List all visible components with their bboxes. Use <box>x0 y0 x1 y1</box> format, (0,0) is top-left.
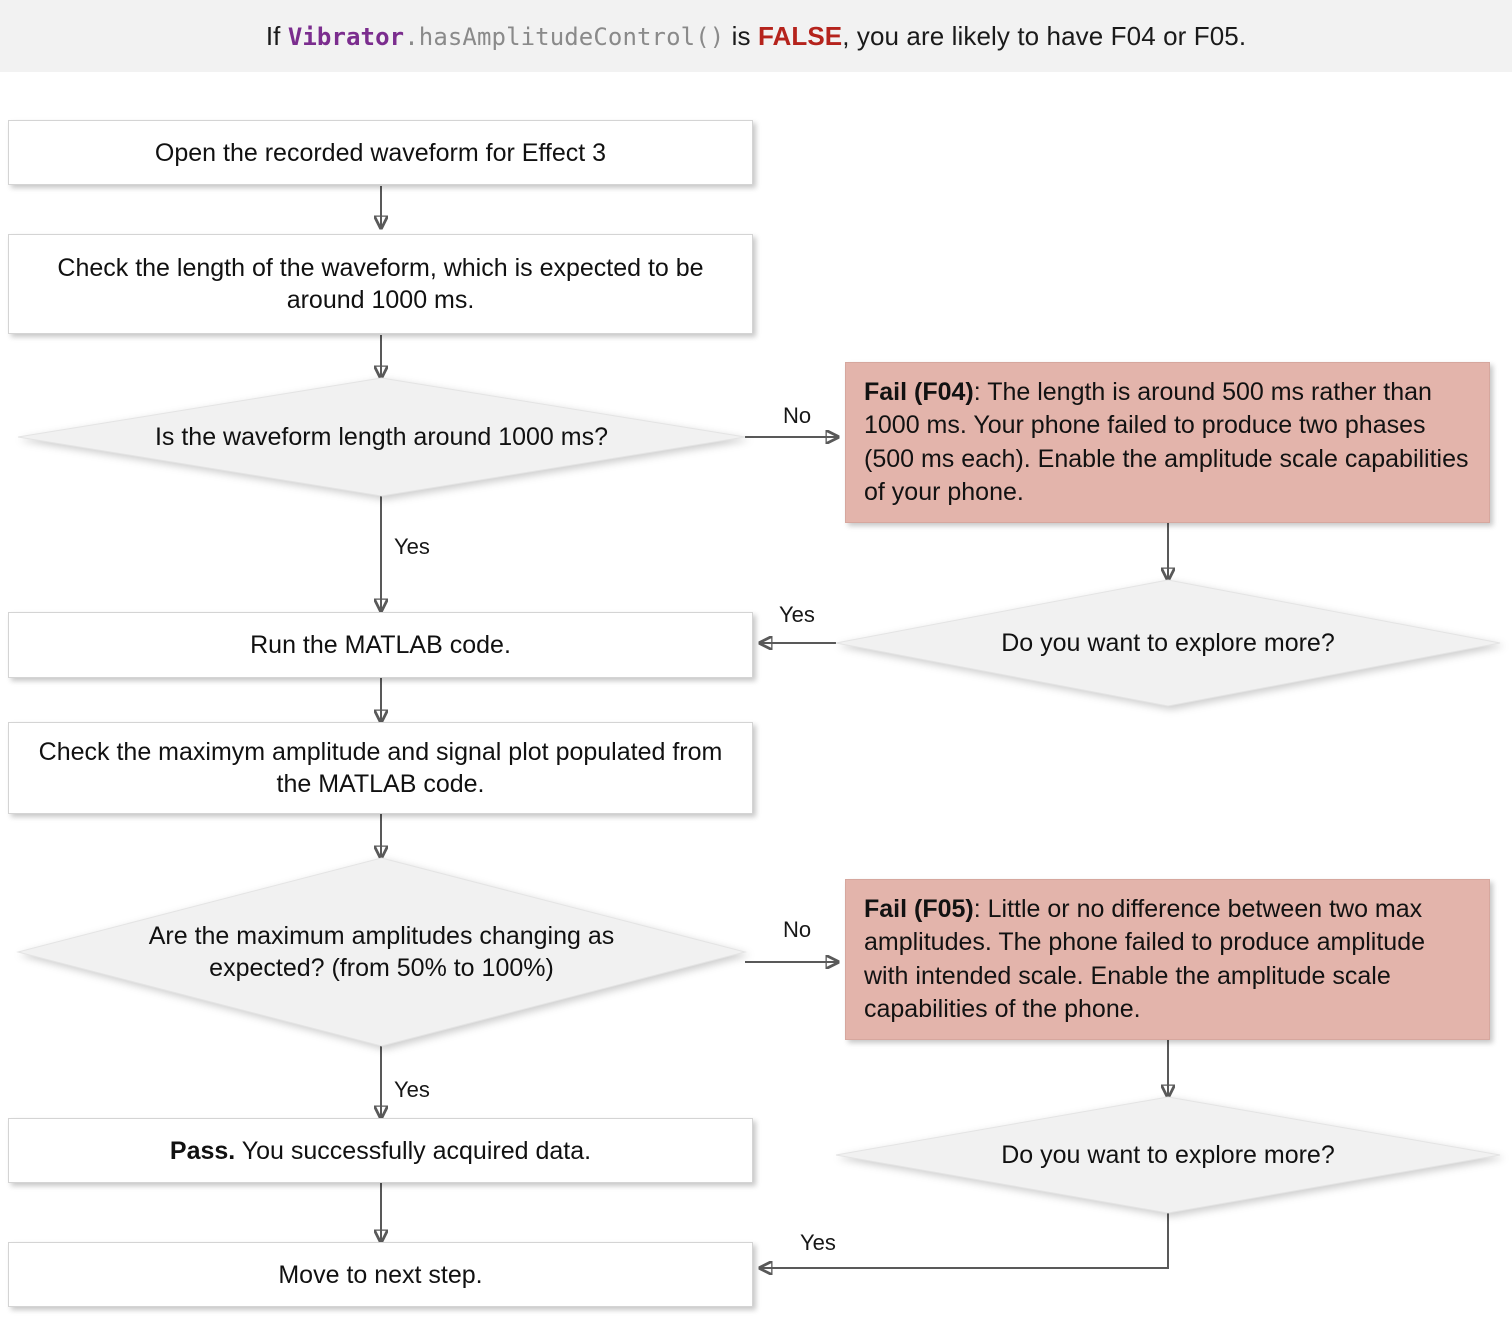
node-run-matlab-label: Run the MATLAB code. <box>250 631 511 659</box>
header-suffix: , you are likely to have F04 or F05. <box>842 20 1247 51</box>
code-method-token: .hasAmplitudeControl() <box>404 22 725 51</box>
edge-label-no-bottom: No <box>783 917 812 942</box>
header-prefix: If <box>265 20 288 51</box>
node-fail-f04-body: : The length is around 500 ms rather tha… <box>864 378 1469 506</box>
node-decision-amplitudes[interactable]: Are the maximum amplitudes changing as e… <box>16 857 747 1047</box>
node-fail-f05-text: Fail (F05): Little or no difference betw… <box>864 893 1471 1026</box>
node-decision-explore-more-bottom[interactable]: Do you want to explore more? <box>835 1096 1501 1214</box>
edge-label-no-top: No <box>783 403 812 428</box>
node-decision-waveform-length[interactable]: Is the waveform length around 1000 ms? <box>17 377 746 497</box>
node-pass-label: Pass. <box>169 1136 236 1165</box>
node-fail-f04-label: Fail (F04) <box>864 378 974 406</box>
node-pass-text: Pass. You successfully acquired data. <box>170 1135 591 1167</box>
header-mid: is <box>724 20 758 51</box>
node-run-matlab[interactable]: Run the MATLAB code. <box>8 612 753 678</box>
header-banner: If Vibrator.hasAmplitudeControl() is FAL… <box>0 0 1512 72</box>
edge-label-yes-length: Yes <box>394 534 430 559</box>
edge-label-yes-explore-bottom: Yes <box>800 1230 836 1255</box>
node-pass-body: You successfully acquired data. <box>235 1136 592 1165</box>
keyword-false: FALSE <box>757 20 843 51</box>
node-pass[interactable]: Pass. You successfully acquired data. <box>8 1118 753 1183</box>
node-move-next-step[interactable]: Move to next step. <box>8 1242 753 1307</box>
edge-label-yes-explore-top: Yes <box>779 602 815 627</box>
node-decision-explore-more-top[interactable]: Do you want to explore more? <box>835 579 1501 707</box>
node-check-amplitude[interactable]: Check the maximym amplitude and signal p… <box>8 722 753 814</box>
node-fail-f04[interactable]: Fail (F04): The length is around 500 ms … <box>845 362 1490 523</box>
node-check-length[interactable]: Check the length of the waveform, which … <box>8 234 753 334</box>
node-fail-f05-body: : Little or no difference between two ma… <box>864 895 1426 1023</box>
node-decision-amplitudes-label: Are the maximum amplitudes changing as e… <box>148 921 615 983</box>
node-decision-waveform-length-label: Is the waveform length around 1000 ms? <box>154 422 609 451</box>
node-fail-f04-text: Fail (F04): The length is around 500 ms … <box>864 376 1471 509</box>
node-check-amplitude-label: Check the maximym amplitude and signal p… <box>38 738 723 798</box>
node-open-waveform-label: Open the recorded waveform for Effect 3 <box>154 138 607 167</box>
node-move-next-step-label: Move to next step. <box>278 1260 483 1289</box>
node-decision-explore-more-top-label: Do you want to explore more? <box>1001 628 1335 657</box>
node-check-length-label: Check the length of the waveform, which … <box>57 254 704 314</box>
node-open-waveform[interactable]: Open the recorded waveform for Effect 3 <box>8 120 753 185</box>
node-decision-explore-more-bottom-label: Do you want to explore more? <box>1001 1140 1335 1169</box>
header-text: If Vibrator.hasAmplitudeControl() is FAL… <box>266 21 1246 52</box>
code-class-token: Vibrator <box>287 22 405 51</box>
node-fail-f05[interactable]: Fail (F05): Little or no difference betw… <box>845 879 1490 1040</box>
edge-label-yes-amplitude: Yes <box>394 1077 430 1102</box>
node-fail-f05-label: Fail (F05) <box>864 895 974 923</box>
